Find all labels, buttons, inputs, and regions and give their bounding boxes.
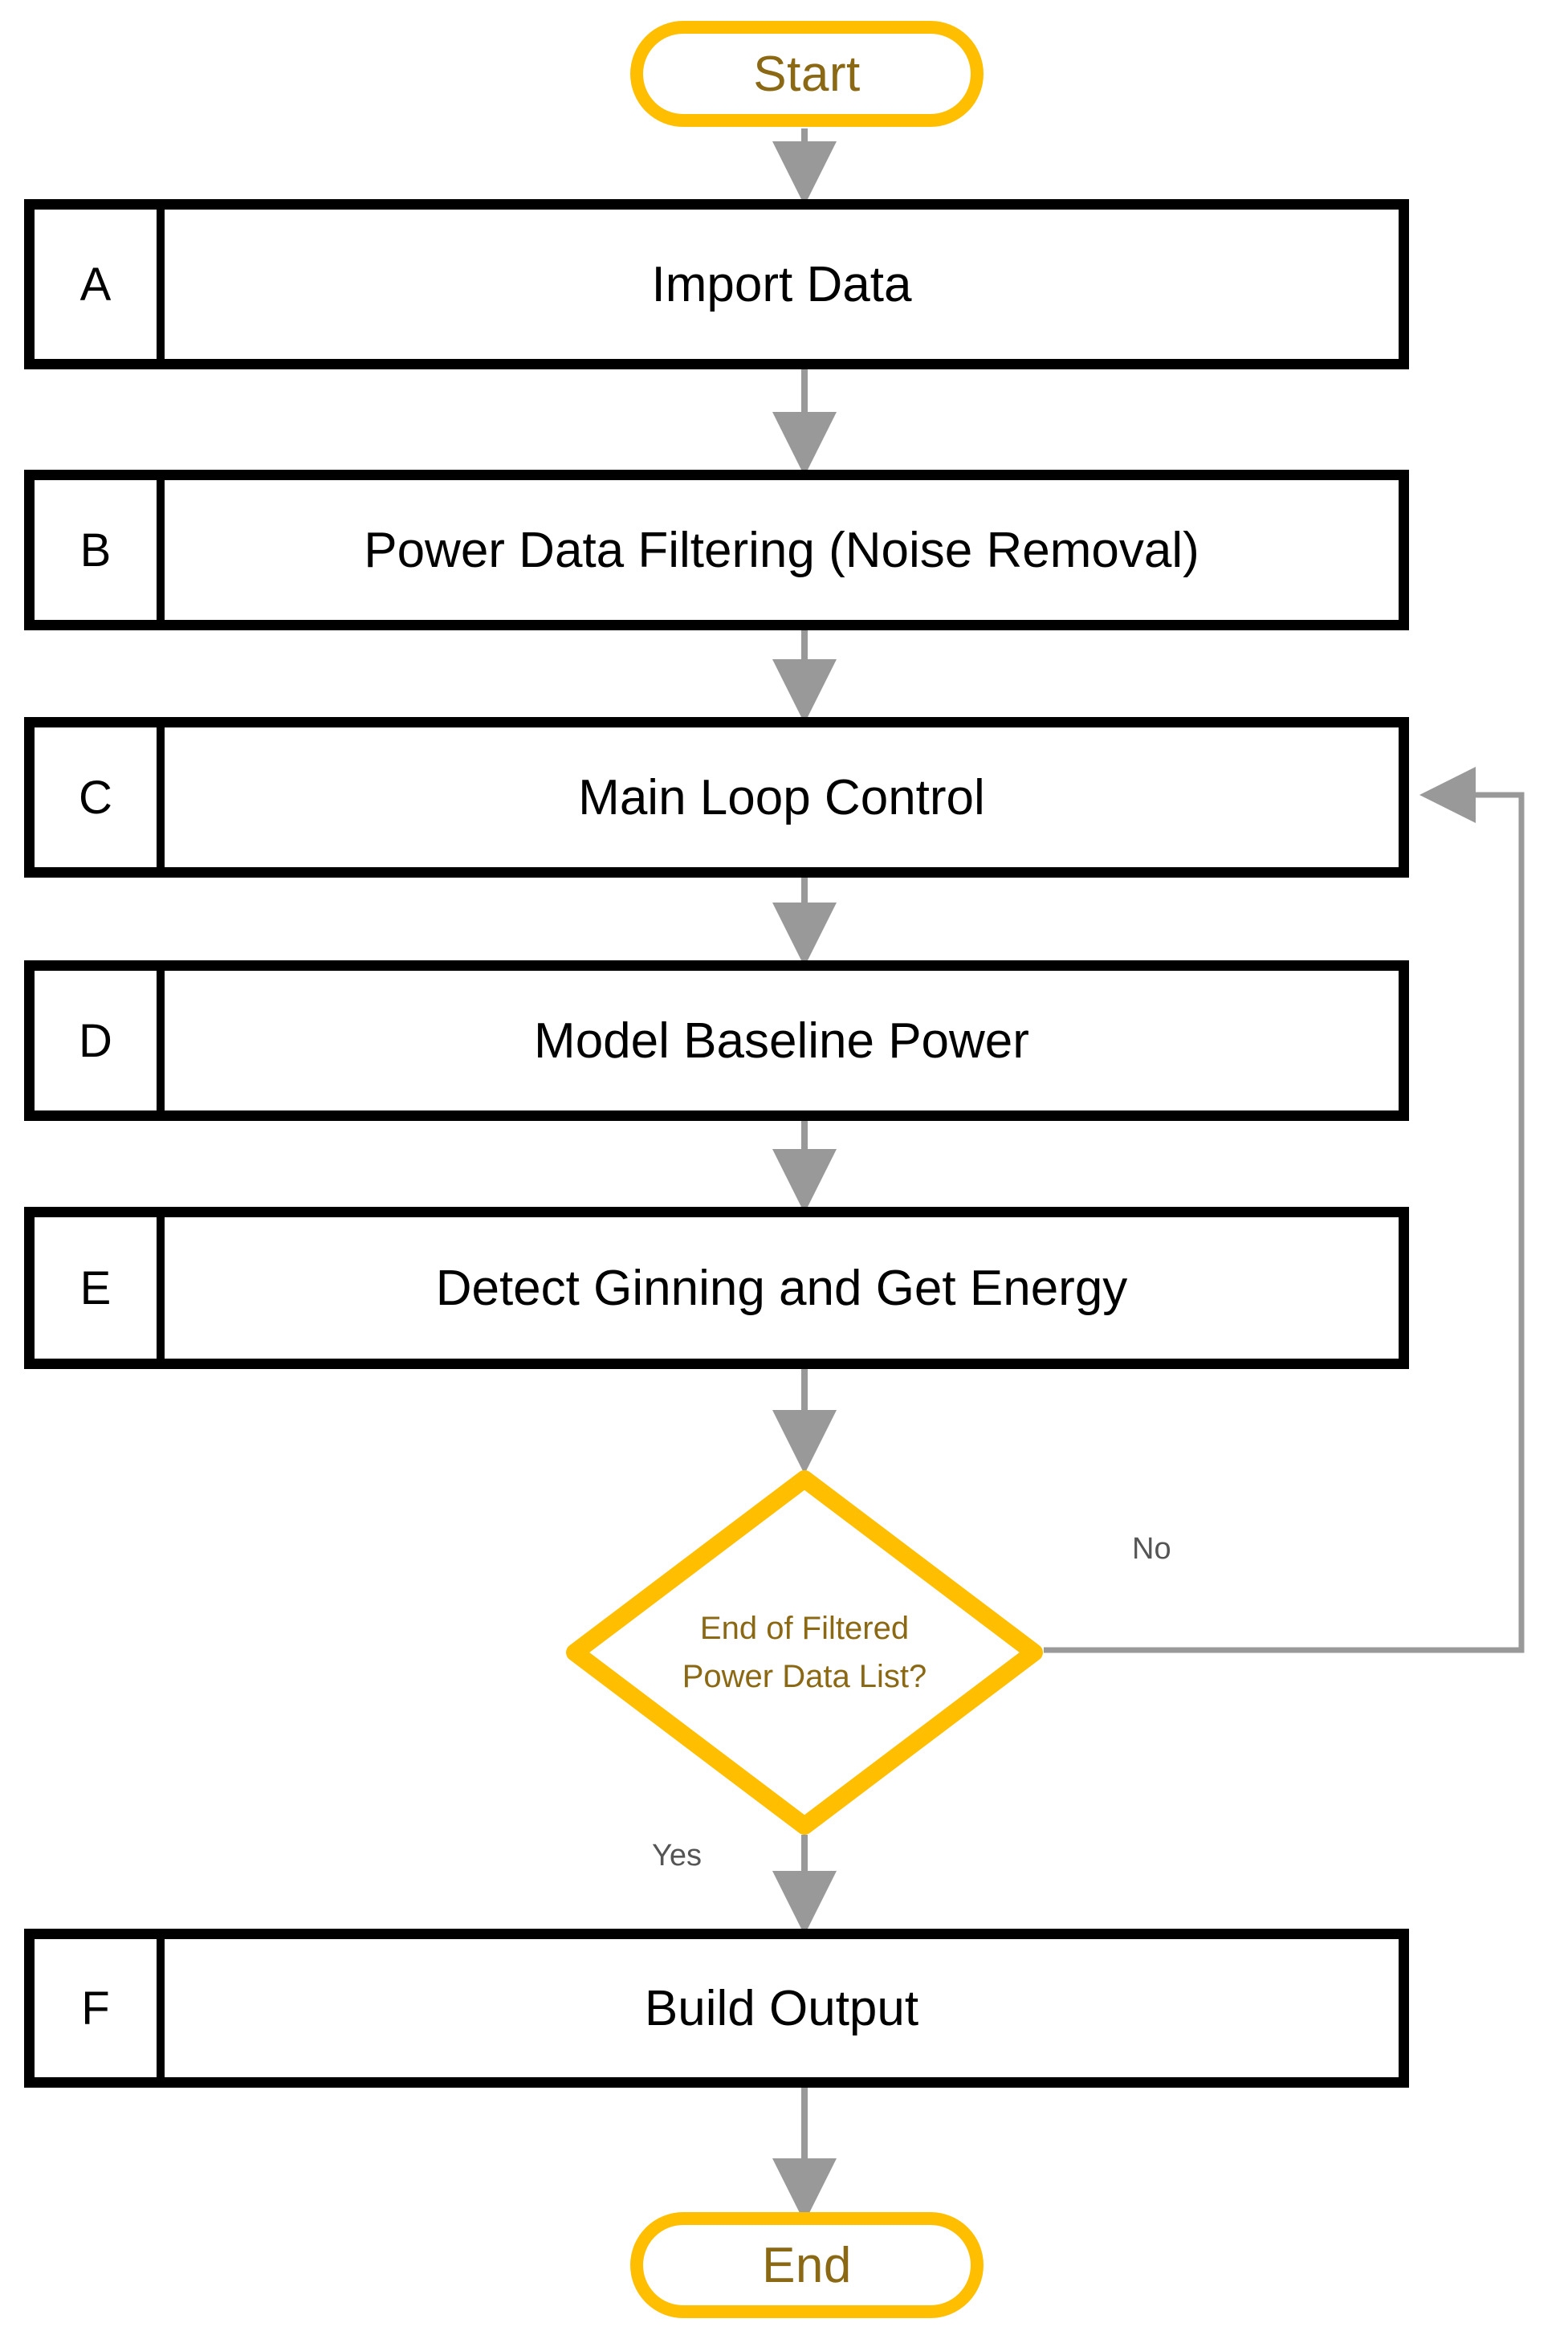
- node-e[interactable]: E Detect Ginning and Get Energy: [24, 1207, 1409, 1369]
- node-f-key: F: [35, 1939, 165, 2077]
- node-end[interactable]: End: [630, 2212, 984, 2318]
- node-a-key: A: [35, 210, 165, 359]
- node-end-label: End: [762, 2237, 852, 2293]
- node-d-key: D: [35, 971, 165, 1110]
- node-c[interactable]: C Main Loop Control: [24, 717, 1409, 878]
- node-a[interactable]: A Import Data: [24, 199, 1409, 369]
- decision-diamond-shape: [566, 1470, 1043, 1835]
- edge-label-no: No: [1132, 1532, 1171, 1566]
- node-d-label: Model Baseline Power: [534, 1013, 1029, 1069]
- node-e-label: Detect Ginning and Get Energy: [435, 1260, 1128, 1316]
- node-f[interactable]: F Build Output: [24, 1929, 1409, 2088]
- node-start-label: Start: [753, 46, 861, 102]
- node-b-key: B: [35, 480, 165, 620]
- node-c-label: Main Loop Control: [578, 769, 985, 825]
- node-c-key: C: [35, 727, 165, 867]
- node-f-label: Build Output: [644, 1980, 919, 2036]
- node-decision[interactable]: End of Filtered Power Data List?: [564, 1468, 1045, 1837]
- node-e-key: E: [35, 1217, 165, 1359]
- node-b-label: Power Data Filtering (Noise Removal): [364, 522, 1199, 578]
- node-b[interactable]: B Power Data Filtering (Noise Removal): [24, 470, 1409, 630]
- node-start[interactable]: Start: [630, 21, 984, 127]
- node-d[interactable]: D Model Baseline Power: [24, 960, 1409, 1121]
- edge-label-yes: Yes: [652, 1839, 702, 1872]
- node-a-label: Import Data: [651, 256, 912, 312]
